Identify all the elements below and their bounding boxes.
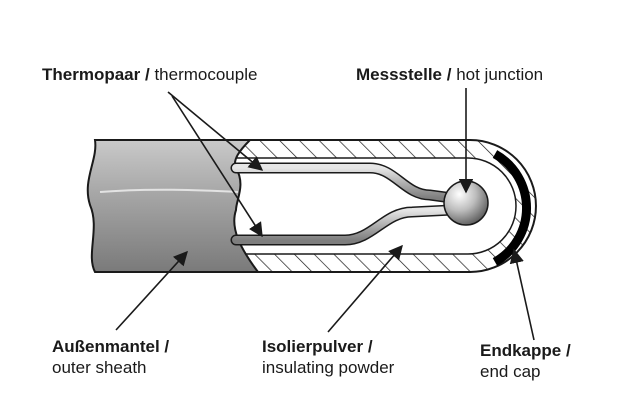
leader-insulating-powder <box>327 244 403 333</box>
label-hot-junction-en: hot junction <box>456 65 544 84</box>
sheath-highlight <box>99 188 239 193</box>
label-end-cap-en: end cap <box>480 362 541 381</box>
label-hot-junction: Messstelle / hot junction <box>356 64 543 85</box>
label-insulating-powder-en: insulating powder <box>262 358 395 377</box>
thermocouple-wire-upper-fill <box>232 164 456 202</box>
label-hot-junction-de: Messstelle / <box>356 65 452 84</box>
label-thermocouple-en: thermocouple <box>154 65 258 84</box>
label-end-cap-de: Endkappe / <box>480 341 571 360</box>
label-insulating-powder: Isolierpulver / insulating powder <box>262 336 394 378</box>
label-thermocouple-de: Thermopaar / <box>42 65 150 84</box>
label-outer-sheath-de: Außenmantel / <box>52 337 170 356</box>
label-insulating-powder-de: Isolierpulver / <box>262 337 373 356</box>
label-end-cap: Endkappe / end cap <box>480 340 571 382</box>
end-cap <box>492 150 532 266</box>
label-outer-sheath-en: outer sheath <box>52 358 147 377</box>
label-outer-sheath: Außenmantel / outer sheath <box>52 336 169 378</box>
leader-outer-sheath <box>115 250 188 331</box>
thermocouple-wire-lower-fill <box>232 206 456 244</box>
insulating-powder-cavity <box>199 157 517 255</box>
leader-thermocouple-lower <box>171 95 263 238</box>
label-thermocouple: Thermopaar / thermocouple <box>42 64 257 85</box>
leader-end-cap <box>509 248 535 341</box>
outer-sheath <box>86 139 260 273</box>
leader-thermocouple-upper <box>167 91 264 171</box>
